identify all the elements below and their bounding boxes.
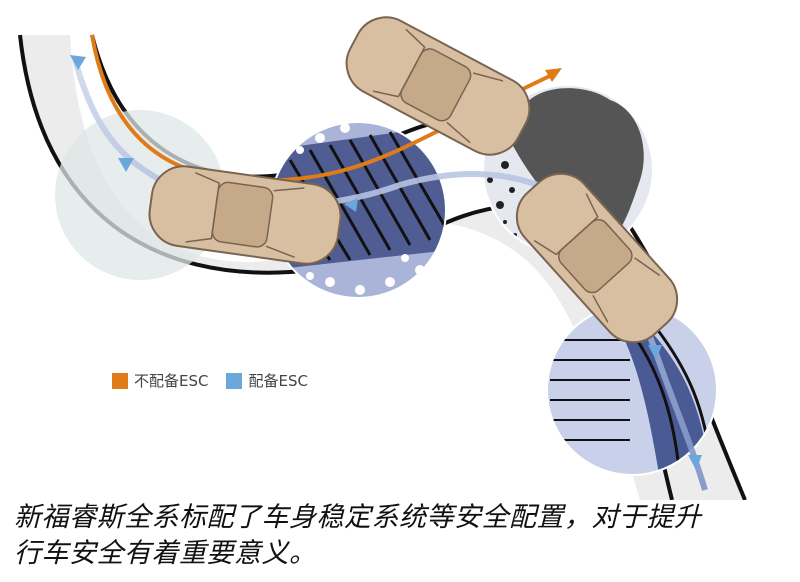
no-esc-arrow (545, 68, 562, 82)
caption-line-1: 新福睿斯全系标配了车身稳定系统等安全配置，对于提升 (14, 502, 702, 533)
legend-swatch-blue (226, 372, 243, 389)
esc-arrow-4 (648, 345, 662, 360)
legend-label-no-esc: 不配备ESC (134, 372, 209, 390)
car-1 (148, 165, 342, 265)
esc-arrow-1 (70, 55, 86, 70)
legend-swatch-orange (112, 372, 128, 389)
car-3 (515, 172, 679, 344)
legend-item-no-esc: 不配备ESC (112, 370, 208, 391)
esc-arrow-3 (344, 198, 358, 212)
legend: 不配备ESC 配备ESC (112, 370, 308, 391)
caption-line-2: 行车安全有着重要意义。 (14, 538, 317, 569)
car-2 (345, 16, 531, 156)
legend-label-esc: 配备ESC (248, 372, 308, 390)
esc-arrow-5 (688, 455, 702, 470)
caption: 新福睿斯全系标配了车身稳定系统等安全配置，对于提升 行车安全有着重要意义。 (14, 500, 794, 572)
esc-illustration (18, 16, 747, 500)
legend-item-esc: 配备ESC (226, 370, 308, 391)
esc-arrow-2 (118, 158, 134, 172)
